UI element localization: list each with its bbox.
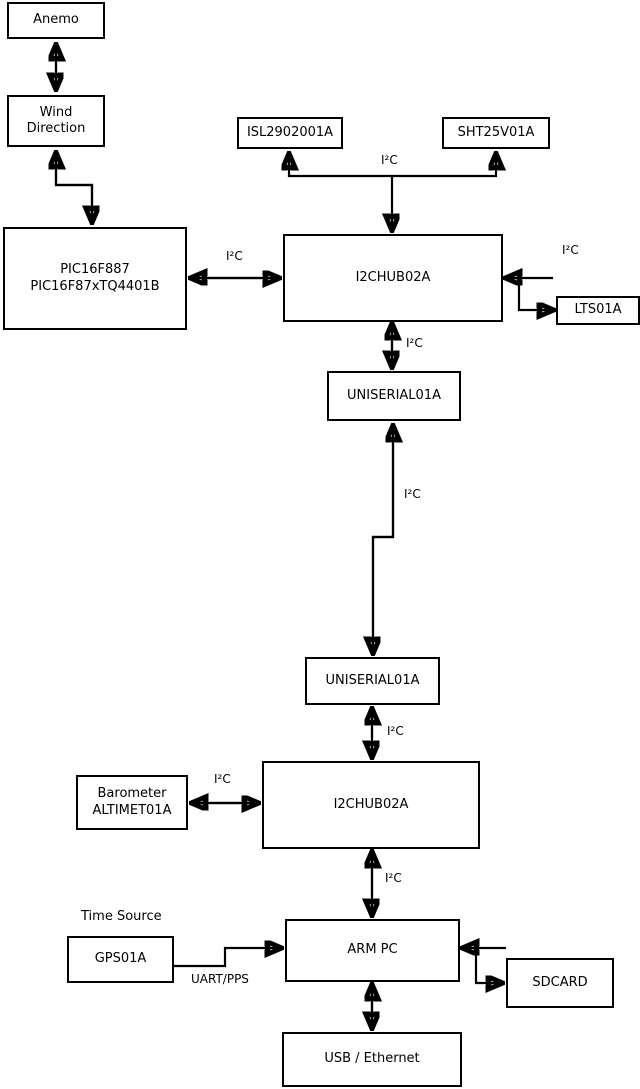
node-wind-direction[interactable]: Wind Direction: [7, 95, 105, 147]
edge-label-hub-uniserial-top: I²C: [406, 336, 423, 350]
node-pic-microcontroller[interactable]: PIC16F887 PIC16F87xTQ4401B: [3, 227, 187, 330]
edge-label-gps-arm: UART/PPS: [191, 972, 249, 986]
wire-uniserial-link-down: [373, 427, 395, 653]
node-lts01a[interactable]: LTS01A: [556, 296, 640, 325]
node-uniserial01a-top[interactable]: UNISERIAL01A: [327, 371, 461, 421]
edge-label-bus-top: I²C: [381, 153, 398, 167]
node-isl2902001a[interactable]: ISL2902001A: [237, 117, 343, 149]
node-sht25v01a[interactable]: SHT25V01A: [442, 117, 550, 149]
label-time-source: Time Source: [81, 909, 162, 924]
node-usb-ethernet[interactable]: USB / Ethernet: [282, 1032, 462, 1087]
node-barometer-altimet01a[interactable]: Barometer ALTIMET01A: [76, 775, 188, 830]
edge-label-pic-hub: I²C: [226, 249, 243, 263]
edge-label-uniserial-hub-bottom: I²C: [387, 724, 404, 738]
edge-label-hub-lts: I²C: [562, 243, 579, 257]
node-gps01a[interactable]: GPS01A: [67, 936, 174, 983]
wire-hub-to-lts: [517, 278, 553, 310]
node-anemo[interactable]: Anemo: [7, 2, 105, 39]
edge-label-barometer-hub: I²C: [214, 772, 231, 786]
edge-label-hub-arm: I²C: [385, 871, 402, 885]
node-i2chub02a-top[interactable]: I2CHUB02A: [283, 234, 503, 322]
wire-bus-to-isl: [289, 154, 392, 178]
wire-uniserial-link-up: [371, 426, 393, 653]
node-arm-pc[interactable]: ARM PC: [285, 919, 460, 982]
wire-arm-to-sdcard: [474, 948, 502, 983]
edge-label-uniserial-link: I²C: [404, 487, 421, 501]
node-uniserial01a-bottom[interactable]: UNISERIAL01A: [305, 657, 440, 705]
wire-gps-arm: [173, 948, 281, 968]
node-sdcard[interactable]: SDCARD: [506, 958, 614, 1008]
wire-pic-wind-up: [56, 153, 94, 221]
node-i2chub02a-bottom[interactable]: I2CHUB02A: [262, 761, 480, 849]
wire-pic-wind-down: [54, 153, 92, 222]
wire-bus-to-sht: [392, 154, 496, 178]
